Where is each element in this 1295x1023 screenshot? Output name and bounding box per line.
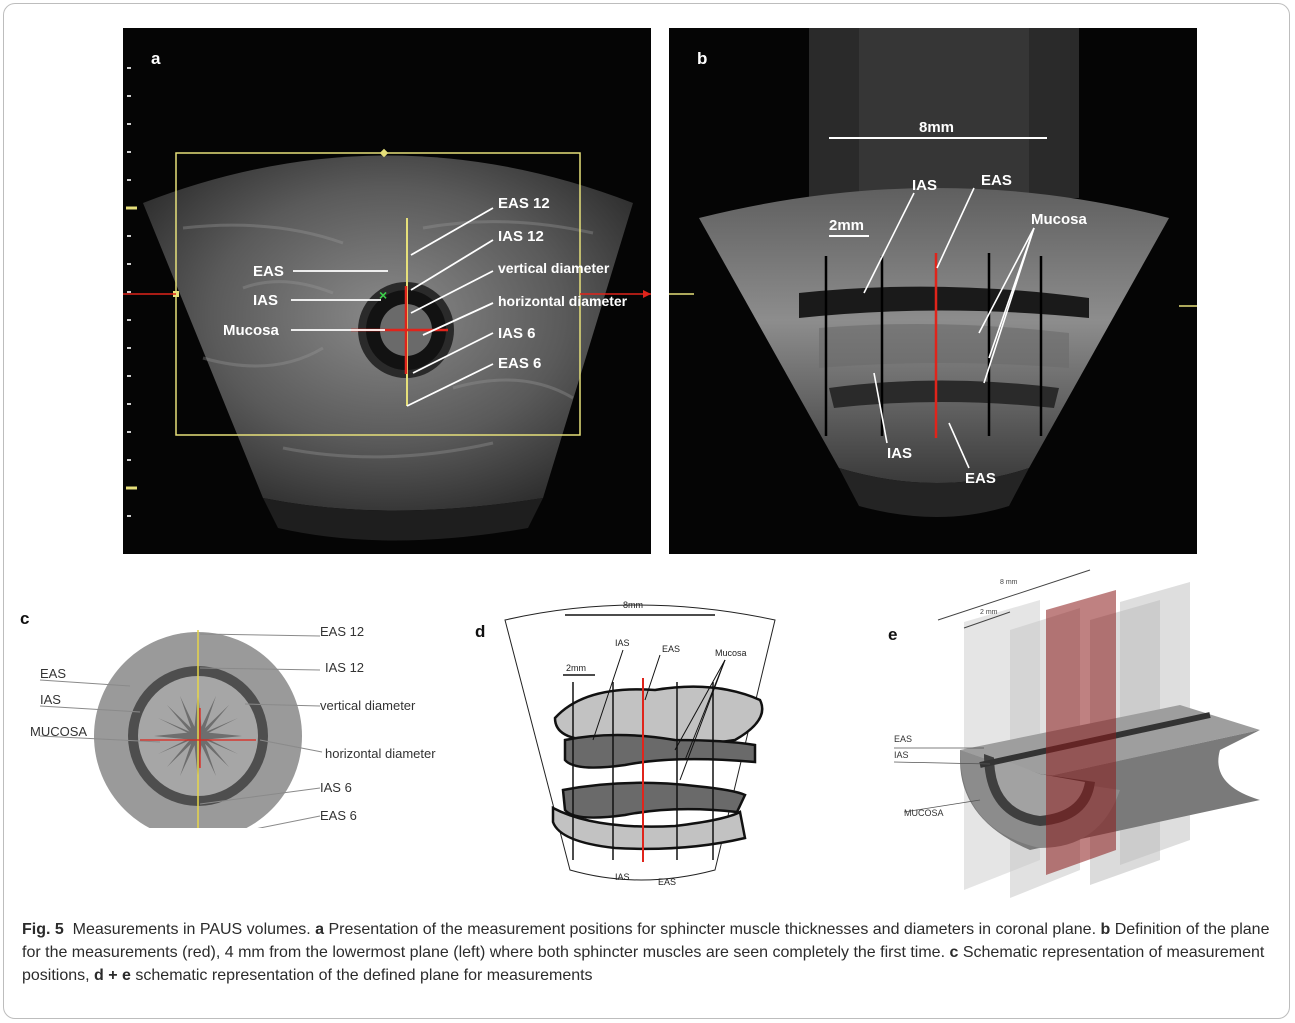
panel-e-label-mucosa: MUCOSA	[904, 808, 944, 818]
panel-a-ultrasound-coronal: × a EAS IAS Mucosa EAS 12 IAS 12 vertica…	[123, 28, 651, 554]
panel-e-label-eas: EAS	[894, 734, 912, 744]
panel-b-scale-2mm: 2mm	[829, 217, 864, 234]
panel-b-label-mucosa: Mucosa	[1031, 211, 1088, 228]
panel-b-label-eas-bottom: EAS	[965, 470, 996, 487]
caption-a-text: Presentation of the measurement position…	[329, 921, 1097, 938]
panel-b-ultrasound-sagittal: b 8mm 2mm IAS EAS Mucosa IAS EAS	[669, 28, 1197, 554]
panel-d-label-mucosa: Mucosa	[715, 648, 747, 658]
panel-a-label-ias6: IAS 6	[498, 325, 536, 342]
caption-de-letters: d + e	[94, 967, 131, 984]
panel-c-label-eas12: EAS 12	[320, 624, 364, 639]
panel-b-label-ias-bottom: IAS	[887, 445, 912, 462]
panel-a-label-eas6: EAS 6	[498, 355, 541, 372]
panel-d-label-eas-top: EAS	[662, 644, 680, 654]
caption-title: Measurements in PAUS volumes.	[73, 921, 311, 938]
panel-c-schematic-cross-section: c EAS IAS MUCOSA EAS 12 IAS 12 vertical …	[20, 608, 460, 828]
panel-e-dim-2mm: 2 mm	[980, 609, 998, 616]
caption-c-letter: c	[949, 944, 958, 961]
panel-a-label-eas: EAS	[253, 263, 284, 280]
panel-c-label-ias12: IAS 12	[325, 660, 364, 675]
panel-d-scale-2mm: 2mm	[566, 663, 586, 673]
panel-e-letter: e	[888, 625, 897, 644]
panel-a-label-mucosa: Mucosa	[223, 322, 280, 339]
panel-a-letter: a	[151, 49, 161, 68]
panel-a-label-vertical-diameter: vertical diameter	[498, 260, 610, 276]
figure-caption: Fig. 5 Measurements in PAUS volumes. a P…	[22, 918, 1272, 987]
panel-d-label-eas-bottom: EAS	[658, 877, 676, 887]
panel-e-label-ias: IAS	[894, 750, 909, 760]
caption-b-letter: b	[1100, 921, 1110, 938]
panel-c-label-eas: EAS	[40, 666, 66, 681]
panel-a-label-eas12: EAS 12	[498, 195, 550, 212]
panel-d-label-ias-bottom: IAS	[615, 872, 630, 882]
panel-b-scale-8mm: 8mm	[919, 119, 954, 136]
panel-a-label-ias12: IAS 12	[498, 228, 544, 245]
panel-c-label-ias: IAS	[40, 692, 61, 707]
panel-a-label-ias: IAS	[253, 292, 278, 309]
panel-c-letter: c	[20, 609, 29, 628]
panel-c-label-eas6: EAS 6	[320, 808, 357, 823]
caption-a-letter: a	[315, 921, 324, 938]
panel-b-letter: b	[697, 49, 707, 68]
caption-fig-label: Fig. 5	[22, 921, 64, 938]
panel-c-label-mucosa: MUCOSA	[30, 724, 87, 739]
panel-a-label-horizontal-diameter: horizontal diameter	[498, 293, 628, 309]
panel-c-label-ias6: IAS 6	[320, 780, 352, 795]
panel-b-label-ias-top: IAS	[912, 177, 937, 194]
panel-d-schematic-sagittal: d 8mm 2mm IAS EAS Mucosa IAS EAS	[475, 590, 795, 890]
caption-de-text: schematic representation of the defined …	[135, 967, 592, 984]
panel-e-schematic-3d: e 8 mm 2 mm EAS IAS MUCOSA	[880, 560, 1280, 910]
panel-c-label-horizontal-diameter: horizontal diameter	[325, 746, 436, 761]
panel-c-label-vertical-diameter: vertical diameter	[320, 698, 416, 713]
panel-d-label-ias-top: IAS	[615, 638, 630, 648]
panel-b-label-eas-top: EAS	[981, 172, 1012, 189]
panel-d-letter: d	[475, 622, 485, 641]
panel-d-scale-8mm: 8mm	[623, 600, 643, 610]
panel-e-dim-8mm: 8 mm	[1000, 579, 1018, 586]
